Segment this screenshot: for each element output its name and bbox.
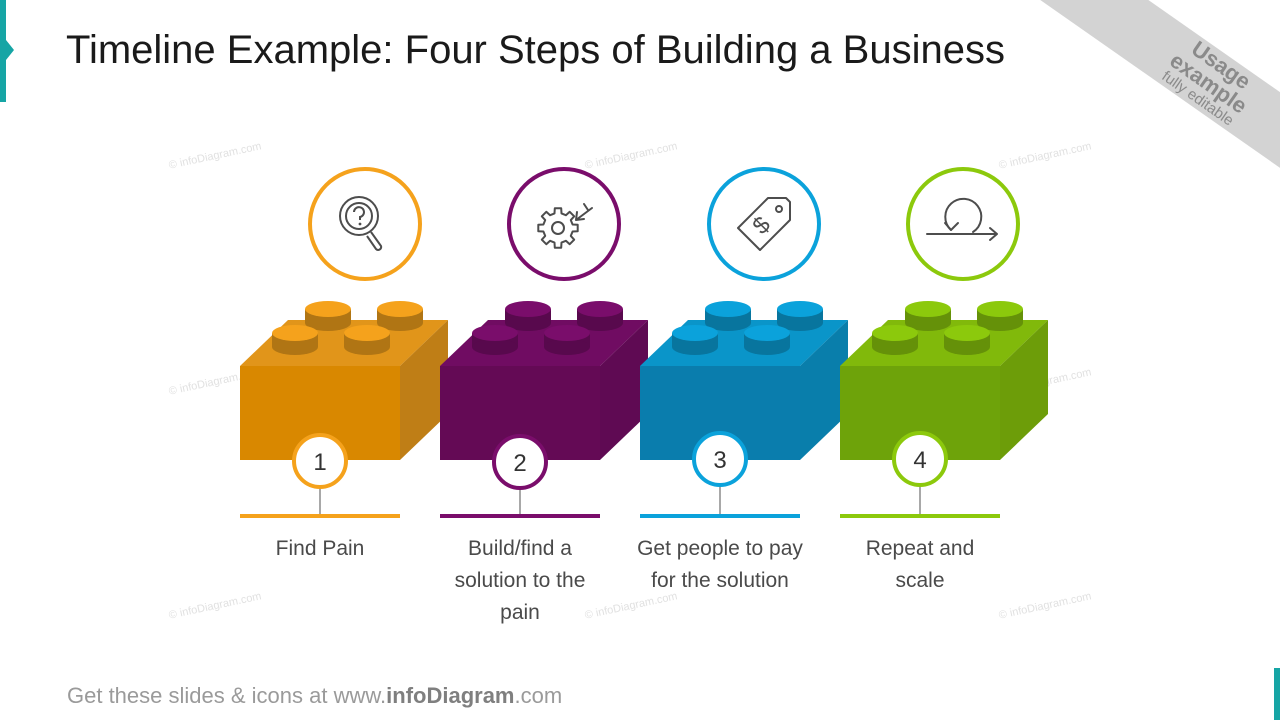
lego-stud xyxy=(577,301,623,331)
lego-stud xyxy=(744,325,790,355)
lego-stud xyxy=(977,301,1023,331)
footer-credit: Get these slides & icons at www.infoDiag… xyxy=(67,683,562,709)
step-baseline-3 xyxy=(640,514,800,518)
lego-brick-3 xyxy=(640,301,848,460)
step-number-badge-3: 3 xyxy=(692,431,748,487)
step-number: 4 xyxy=(913,447,926,474)
accent-bar xyxy=(0,0,6,102)
step-number-badge-4: 4 xyxy=(892,431,948,487)
step-label-4: Repeat and scale xyxy=(865,537,975,592)
footer-brand: infoDiagram xyxy=(386,683,515,708)
step-label-2: Build/find a solution to the pain xyxy=(454,537,586,624)
lego-stud xyxy=(905,301,951,331)
footer-suffix: .com xyxy=(514,683,563,708)
lego-stud xyxy=(777,301,823,331)
step-number-badge-1: 1 xyxy=(292,433,348,489)
footer-prefix: Get these slides & icons at www. xyxy=(67,683,387,708)
page-title: Timeline Example: Four Steps of Building… xyxy=(66,28,1005,72)
step-number: 2 xyxy=(513,450,526,477)
lego-stud xyxy=(505,301,551,331)
loop-arrow-icon xyxy=(926,197,998,241)
step-number: 3 xyxy=(713,447,726,474)
lego-stud xyxy=(377,301,423,331)
step-icon-circle-1 xyxy=(308,167,422,281)
step-baseline-2 xyxy=(440,514,600,518)
step-label-1: Find Pain xyxy=(275,537,365,560)
lego-stud xyxy=(544,325,590,355)
step-icon-circle-2 xyxy=(507,167,621,281)
lego-stud xyxy=(344,325,390,355)
lego-brick-1 xyxy=(240,301,448,460)
lego-stud xyxy=(472,325,518,355)
accent-notch xyxy=(6,40,14,60)
lego-stud xyxy=(305,301,351,331)
lego-stud xyxy=(272,325,318,355)
gear-arrow-icon xyxy=(537,203,593,249)
lego-stud xyxy=(705,301,751,331)
step-number-badge-2: 2 xyxy=(492,434,548,490)
magnifier-question-icon xyxy=(339,196,383,251)
step-icon-circle-4 xyxy=(906,167,1020,281)
lego-stud xyxy=(672,325,718,355)
step-baseline-4 xyxy=(840,514,1000,518)
lego-brick-2 xyxy=(440,301,648,460)
lego-brick-4 xyxy=(840,301,1048,460)
step-label-3: Get people to pay for the solution xyxy=(637,537,803,592)
step-number: 1 xyxy=(313,449,326,476)
step-icon-circle-3: $ xyxy=(707,167,821,281)
step-baseline-1 xyxy=(240,514,400,518)
lego-stud xyxy=(944,325,990,355)
corner-accent xyxy=(1274,668,1280,720)
lego-stud xyxy=(872,325,918,355)
